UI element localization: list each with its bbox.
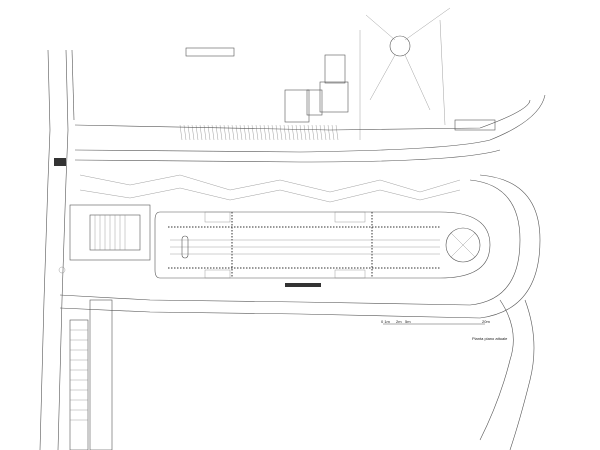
parking-stall-line [231,124,235,141]
parking-stall-line [207,124,211,141]
parking-stall-line [243,124,247,141]
parking-stall-line [331,124,335,141]
south-west-stalls [69,299,113,450]
parking-stall-line [319,124,323,141]
parking-stall-line [335,124,339,141]
parking-stall-line [235,124,239,141]
scale-tick-0: 0 1m [381,319,391,324]
parking-stall-line [271,124,275,141]
scale-bar: 0 1m 2m 5m 20m [381,319,490,325]
north-buildings [185,7,496,140]
scale-end-label: 20m [482,319,490,324]
parking-stall-line [283,124,287,141]
parking-stall-line [255,124,259,141]
main-road [39,49,75,450]
parking-garage [154,211,491,287]
parking-stall-line [295,124,299,141]
parking-stall-line [323,124,327,141]
parking-stall-line [227,124,231,141]
parking-stall-line [223,124,227,141]
parking-stall-line [263,124,267,141]
parking-stall-line [303,124,307,141]
drawing-caption: Pianta piano attuale [472,336,508,341]
parking-stall-line [219,124,223,141]
scale-tick-2: 5m [405,319,411,324]
parking-stall-line [251,124,255,141]
parking-stall-line [183,124,187,141]
parking-stall-line [315,124,319,141]
parking-stall-line [247,124,251,141]
dark-bar [285,283,321,287]
parking-stall-line [211,124,215,141]
parking-stall-line [239,124,243,141]
parking-stall-line [179,124,183,141]
parking-stall-line [327,124,331,141]
parking-stall-line [287,124,291,141]
scale-tick-1: 2m [396,319,402,324]
parking-stall-line [291,124,295,141]
parking-stall-line [275,124,279,141]
parking-stall-line [311,124,315,141]
parking-stall-line [279,124,283,141]
crosswalk [54,158,66,166]
north-parking-stalls [179,124,339,141]
parking-stall-line [299,124,303,141]
service-road [59,94,546,450]
west-building [58,204,151,274]
parking-stall-line [259,124,263,141]
parking-stall-line [215,124,219,141]
parking-stall-line [267,124,271,141]
parking-stall-line [307,124,311,141]
